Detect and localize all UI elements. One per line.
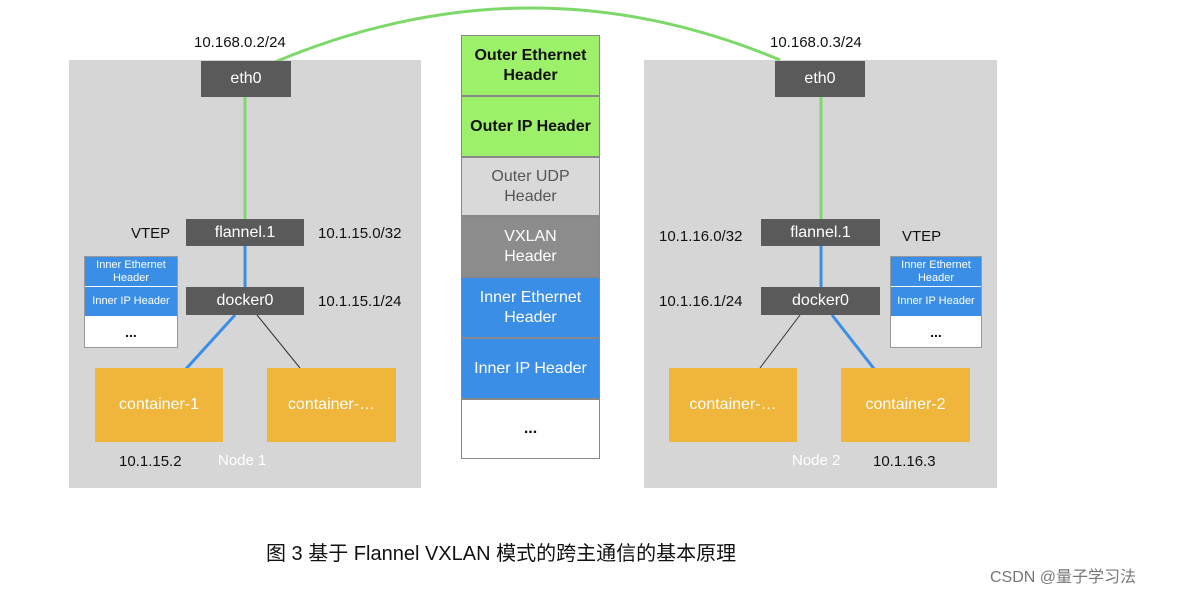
node1-eth0-ip: 10.168.0.2/24 [194, 34, 286, 51]
node2-eth0: eth0 [775, 61, 865, 97]
packet-inner-ethernet-header: Inner Ethernet Header [461, 277, 600, 338]
node2-label: Node 2 [792, 452, 841, 469]
packet-inner-ip-header: Inner IP Header [461, 338, 600, 399]
node1-container-2: container-… [267, 368, 396, 442]
node1-mini-stack: Inner Ethernet Header Inner IP Header ..… [84, 256, 178, 348]
node1-docker-container2-link [256, 314, 301, 369]
packet-outer-udp-header: Outer UDP Header [461, 157, 600, 216]
node1-docker0: docker0 [186, 287, 304, 315]
node1-mini-ellipsis: ... [85, 317, 177, 347]
node1-container-1: container-1 [95, 368, 223, 442]
node2-flannel-ip: 10.1.16.0/32 [659, 228, 743, 245]
node1-eth0: eth0 [201, 61, 291, 97]
csdn-watermark: CSDN @量子学习法 [990, 569, 1137, 586]
node1-vtep-label: VTEP [131, 225, 171, 242]
packet-outer-ethernet-header: Outer Ethernet Header [461, 35, 600, 96]
node1-mini-inner-ethernet: Inner Ethernet Header [85, 257, 177, 287]
node2-docker-container1-link [759, 314, 801, 369]
packet-outer-ip-header: Outer IP Header [461, 96, 600, 157]
node1-label: Node 1 [218, 452, 267, 469]
physical-link [274, 6, 781, 64]
node2-vtep-label: VTEP [902, 228, 942, 245]
figure-caption: 图 3 基于 Flannel VXLAN 模式的跨主通信的基本原理 [266, 543, 737, 565]
node1-container-ip: 10.1.15.2 [119, 453, 182, 470]
node2-docker-ip: 10.1.16.1/24 [659, 293, 743, 310]
packet-ellipsis: ... [461, 399, 600, 459]
node2-docker0: docker0 [761, 287, 880, 315]
node2-container-1: container-… [669, 368, 797, 442]
node2-flannel: flannel.1 [761, 219, 880, 246]
node2-mini-inner-ip: Inner IP Header [891, 287, 981, 317]
node2-container-ip: 10.1.16.3 [873, 453, 936, 470]
node1-flannel: flannel.1 [186, 219, 304, 246]
node2-mini-inner-ethernet: Inner Ethernet Header [891, 257, 981, 287]
node2-mini-ellipsis: ... [891, 317, 981, 347]
vxlan-packet-stack: Outer Ethernet Header Outer IP Header Ou… [461, 35, 600, 459]
node1-docker-container1-link [183, 313, 237, 372]
node2-eth0-ip: 10.168.0.3/24 [770, 34, 862, 51]
node2-docker-container2-link [830, 314, 877, 371]
node1-docker-ip: 10.1.15.1/24 [318, 293, 402, 310]
node1-flannel-ip: 10.1.15.0/32 [318, 225, 402, 242]
node1-mini-inner-ip: Inner IP Header [85, 287, 177, 317]
node2-mini-stack: Inner Ethernet Header Inner IP Header ..… [890, 256, 982, 348]
packet-vxlan-header: VXLAN Header [461, 216, 600, 277]
node2-container-2: container-2 [841, 368, 970, 442]
